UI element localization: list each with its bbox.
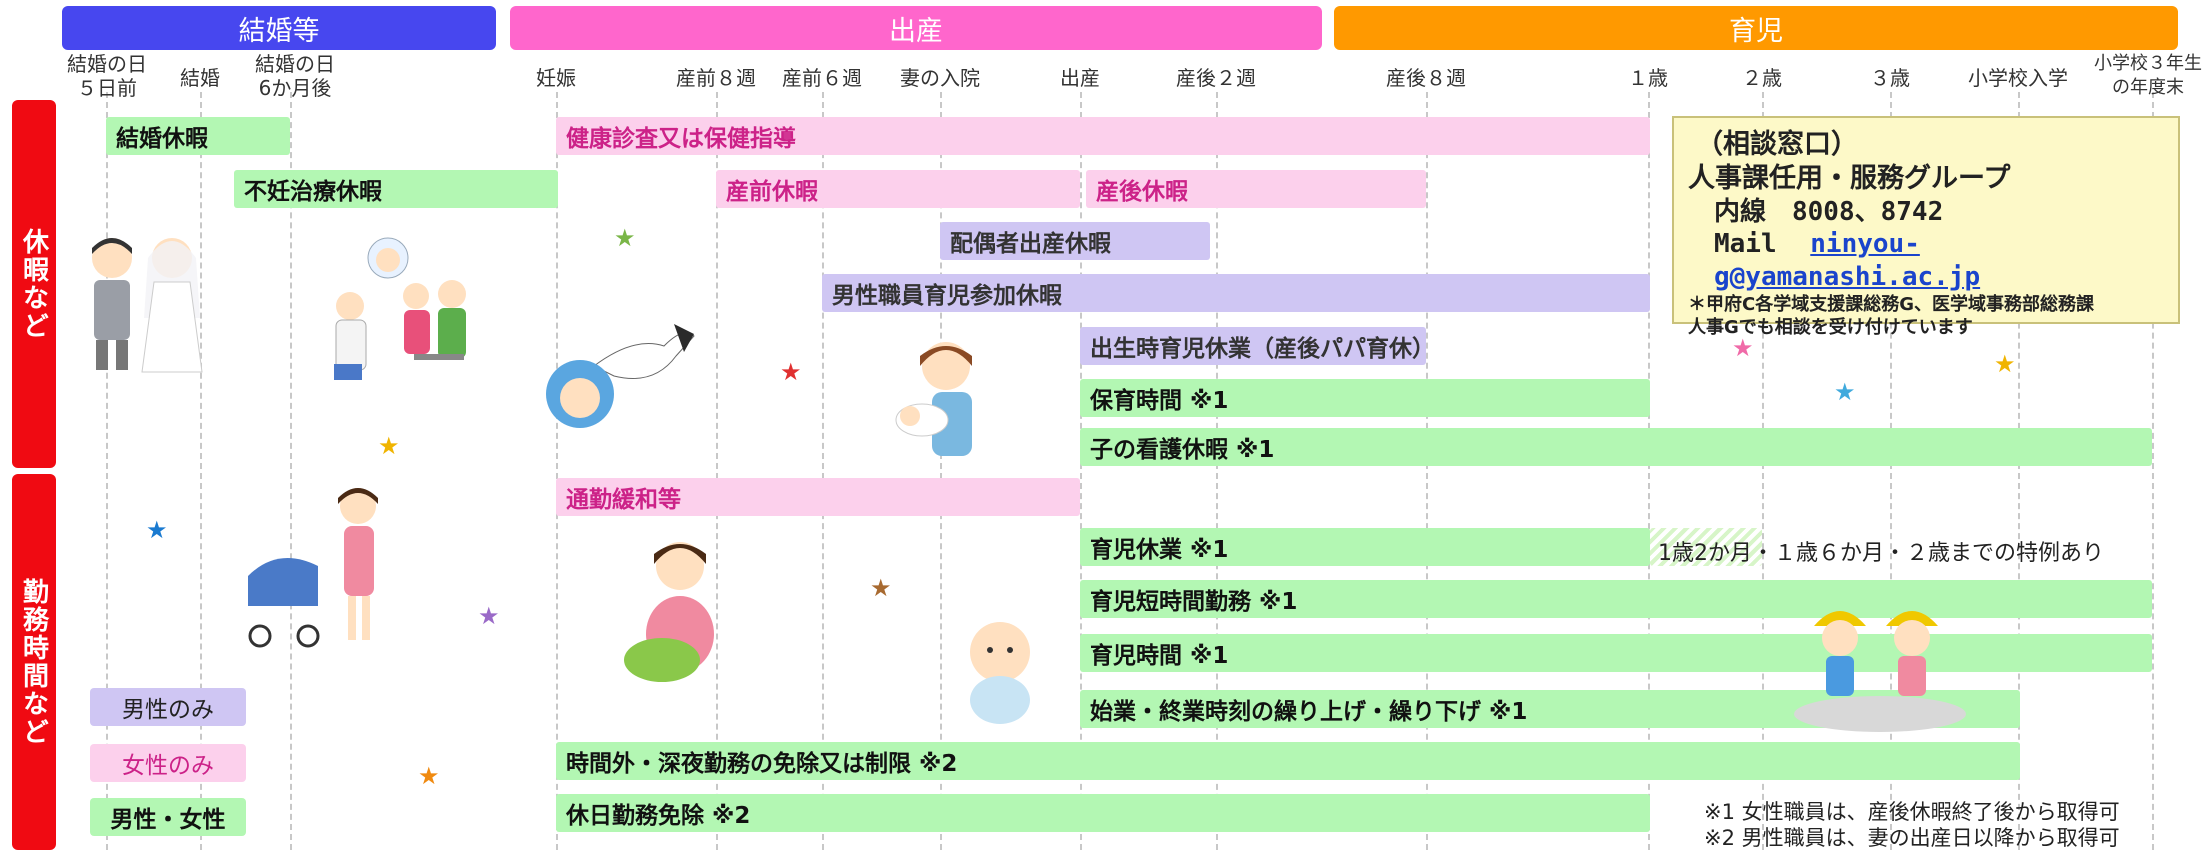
star-icon: ★: [378, 432, 400, 460]
contact-box: （相談窓口） 人事課任用・服務グループ 内線 8008、8742 Mail ni…: [1672, 116, 2180, 338]
tick-label: 出産: [1060, 66, 1100, 90]
contact-extension: 内線 8008、8742: [1714, 196, 1944, 227]
stroller-mother-illustration: [248, 488, 378, 648]
timeline-line: [940, 92, 942, 850]
timeline-line: [2018, 92, 2020, 850]
contact-mail-row: Mail ninyou-g@yamanashi.ac.jp: [1688, 228, 2164, 293]
timeline-line: [1080, 92, 1082, 850]
tick-label: 結婚: [180, 66, 220, 90]
bar-childcare-leave: 育児休業 ※1: [1080, 528, 1650, 566]
bar-male-childcare-leave: 男性職員育児参加休暇: [822, 274, 1650, 312]
school-children-illustration: [1794, 611, 1966, 732]
baby-illustration: [970, 622, 1030, 724]
phase-childcare: 育児: [1334, 6, 2178, 50]
timeline-line: [1216, 92, 1218, 850]
timeline-line: [1648, 92, 1650, 850]
legend-male-only: 男性のみ: [90, 688, 246, 726]
contact-dept: 人事課任用・服務グループ: [1688, 162, 2011, 194]
star-icon: ★: [1994, 350, 2016, 378]
bar-holiday-exempt: 休日勤務免除 ※2: [556, 794, 1650, 832]
star-icon: ★: [418, 762, 440, 790]
timeline-line: [1890, 92, 1892, 850]
timeline-line: [200, 92, 202, 850]
star-icon: ★: [146, 516, 168, 544]
bar-nursing-time: 保育時間 ※1: [1080, 379, 1650, 417]
phase-birth: 出産: [510, 6, 1322, 50]
tick-label: 産前８週: [676, 66, 756, 90]
side-label-leave: 休暇など: [12, 100, 56, 468]
tick-label: ２歳: [1742, 66, 1782, 90]
timeline-line: [556, 92, 558, 850]
childcare-leave-note: 1歳2か月・１歳６か月・２歳までの特例あり: [1658, 541, 2104, 566]
star-icon: ★: [780, 358, 802, 386]
star-icon: ★: [870, 574, 892, 602]
star-icon: ★: [1732, 334, 1754, 362]
stork-baby-illustration: [546, 324, 695, 428]
footnote-2: ※2 男性職員は、妻の出産日以降から取得可: [1704, 826, 2120, 850]
timeline-line: [2152, 92, 2154, 850]
tick-label: 結婚の日 ５日前: [67, 52, 147, 100]
bar-marriage-leave: 結婚休暇: [106, 117, 290, 155]
star-icon: ★: [1834, 378, 1856, 406]
bar-childcare-leave-extension: [1650, 528, 1762, 566]
footnote-1: ※1 女性職員は、産後休暇終了後から取得可: [1704, 800, 2120, 824]
tick-label: 産前６週: [782, 66, 862, 90]
bar-fertility-leave: 不妊治療休暇: [234, 170, 558, 208]
bar-short-hours: 育児短時間勤務 ※1: [1080, 580, 2152, 618]
bar-spouse-birth-leave: 配偶者出産休暇: [940, 222, 1210, 260]
bar-commute-relief: 通勤緩和等: [556, 478, 1080, 516]
phase-marriage: 結婚等: [62, 6, 496, 50]
pregnant-woman-illustration: [624, 542, 714, 682]
legend-both: 男性・女性: [90, 798, 246, 836]
tick-label: 産後８週: [1386, 66, 1466, 90]
tick-label: 小学校３年生 の年度末: [2094, 53, 2202, 98]
wedding-couple-illustration: [92, 238, 203, 373]
bar-sick-child-leave: 子の看護休暇 ※1: [1080, 428, 2152, 466]
tick-label: 小学校入学: [1968, 66, 2068, 90]
timeline-line: [106, 92, 108, 850]
mother-holding-baby-illustration: [895, 342, 972, 456]
contact-title: （相談窓口）: [1696, 129, 1858, 160]
bar-postnatal-leave: 産後休暇: [1086, 170, 1426, 208]
contact-mail-label: Mail: [1714, 229, 1777, 259]
contact-mail-link[interactable]: ninyou-g@yamanashi.ac.jp: [1714, 229, 1981, 292]
tick-label: 妻の入院: [900, 66, 980, 90]
fertility-consultation-illustration: [334, 237, 466, 380]
bar-health-checkup: 健康診査又は保健指導: [556, 117, 1650, 155]
timeline-line: [1426, 92, 1428, 850]
timeline-line: [822, 92, 824, 850]
tick-label: ３歳: [1870, 66, 1910, 90]
tick-label: １歳: [1628, 66, 1668, 90]
timeline-line: [290, 92, 292, 850]
timeline-line: [716, 92, 718, 850]
bar-childcare-time: 育児時間 ※1: [1080, 634, 2152, 672]
contact-note-1: ＊甲府C各学域支援課総務G、医学域事務部総務課: [1688, 294, 2094, 315]
legend-female-only: 女性のみ: [90, 744, 246, 782]
star-icon: ★: [478, 602, 500, 630]
bar-overtime-exempt: 時間外・深夜勤務の免除又は制限 ※2: [556, 742, 2020, 780]
tick-label: 結婚の日 6か月後: [255, 52, 335, 100]
tick-label: 産後２週: [1176, 66, 1256, 90]
contact-note-2: 人事Gでも相談を受け付けています: [1688, 317, 1973, 339]
tick-label: 妊娠: [536, 66, 576, 90]
bar-papa-leave: 出生時育児休業（産後パパ育休）: [1080, 327, 1435, 365]
bar-prenatal-leave: 産前休暇: [716, 170, 1080, 208]
side-label-work: 勤務時間など: [12, 474, 56, 850]
timeline-line: [1762, 92, 1764, 850]
star-icon: ★: [614, 224, 636, 252]
